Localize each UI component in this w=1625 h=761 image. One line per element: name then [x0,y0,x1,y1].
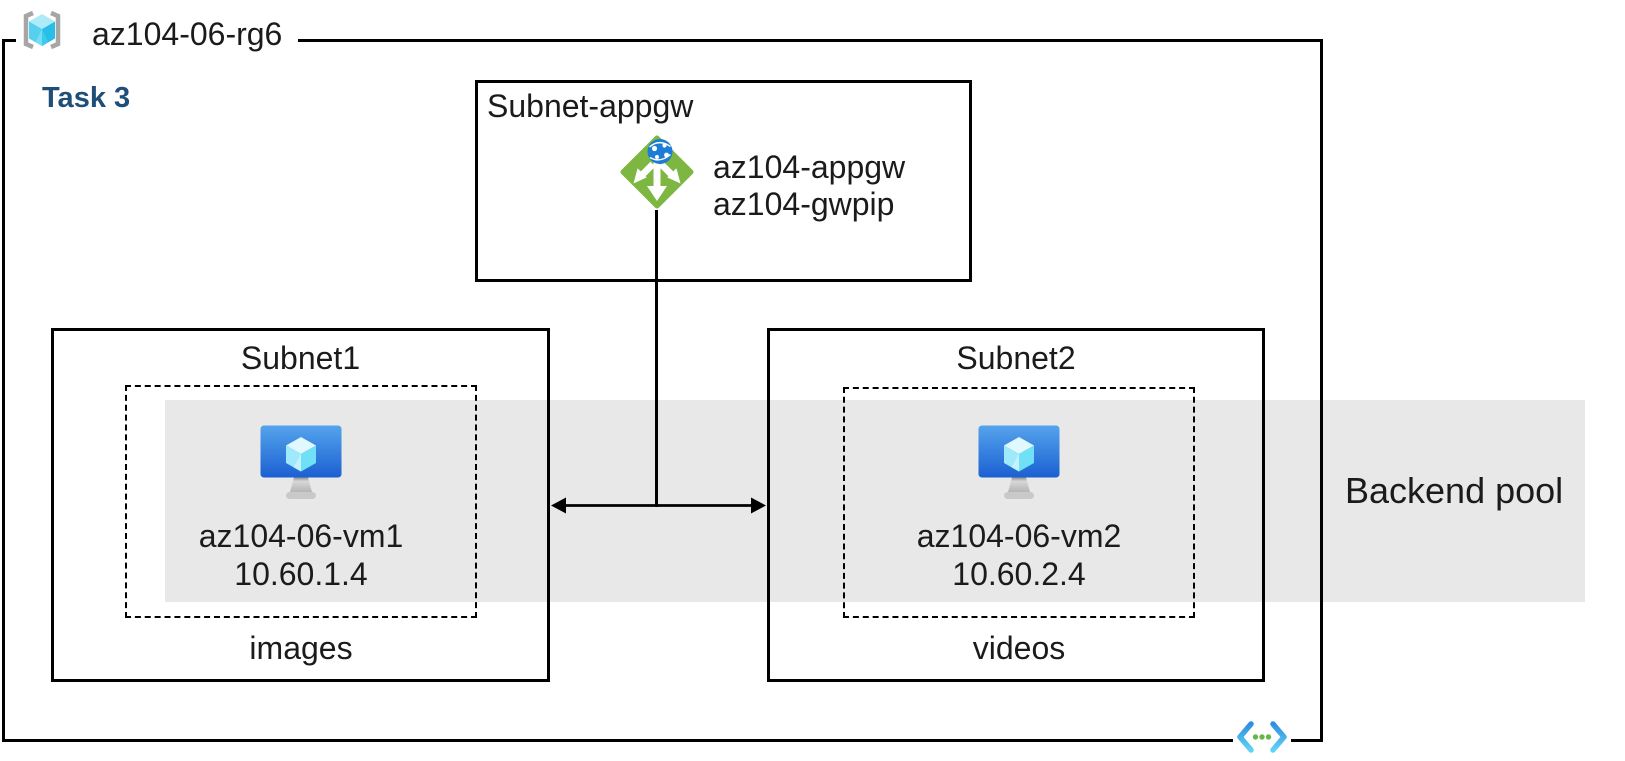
virtual-network-icon [1233,719,1291,755]
virtual-machine-icon-vm2 [977,424,1061,502]
vm2-labels: az104-06-vm2 10.60.2.4 [843,517,1195,593]
backend-pool-band [165,400,1585,602]
resource-group-title: az104-06-rg6 [92,16,283,52]
subnet1-vm-group [125,385,477,618]
gateway-pip-label: az104-gwpip [713,186,895,222]
resource-group-border-top-stub [2,39,16,42]
subnet2-vm-group [843,387,1195,618]
vm1-ip: 10.60.1.4 [234,556,368,592]
subnet2-title: Subnet2 [956,340,1076,376]
subnet-appgw-box [475,80,972,282]
gateway-name-label: az104-appgw [713,149,906,185]
resource-group-border-right [1320,39,1323,742]
task-label: Task 3 [42,82,131,114]
resource-group-border-left [2,39,5,742]
virtual-machine-icon-vm1 [259,424,343,502]
gateway-labels: az104-appgw az104-gwpip [713,149,905,223]
resource-group-border-bottom [2,739,1323,742]
subnet-link-arrow [549,491,768,520]
vm1-labels: az104-06-vm1 10.60.1.4 [125,517,477,593]
vm2-name: az104-06-vm2 [916,518,1122,554]
subnet-appgw-title: Subnet-appgw [487,88,694,124]
subnet2-box [767,328,1265,682]
backend-pool-label: Backend pool [1345,470,1564,511]
resource-group-border-top [298,39,1323,42]
gateway-connector-line [655,210,658,507]
subnet1-storage-label: images [249,630,353,666]
resource-group-icon [18,10,66,50]
vm2-ip: 10.60.2.4 [952,556,1086,592]
subnet1-box [51,328,550,682]
subnet1-title: Subnet1 [240,340,361,376]
subnet2-storage-label: videos [972,630,1066,666]
application-gateway-icon [620,135,694,213]
vm1-name: az104-06-vm1 [198,518,404,554]
